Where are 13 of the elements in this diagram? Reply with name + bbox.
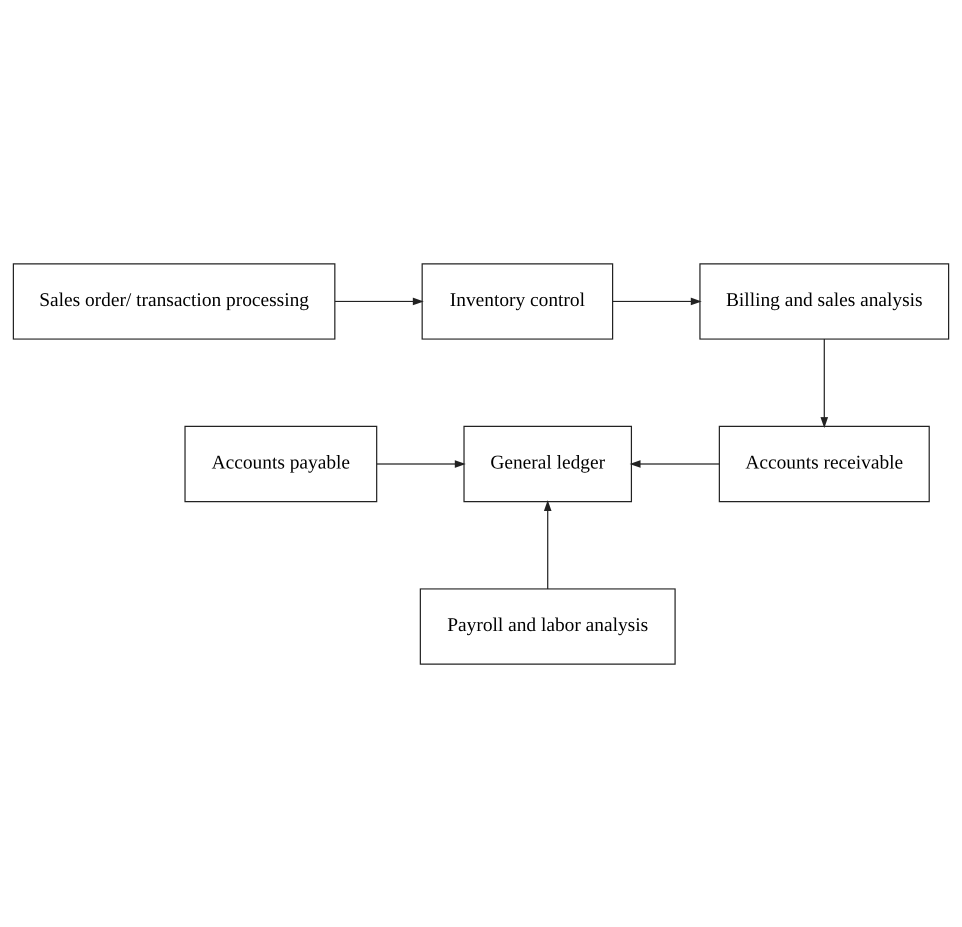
- arrow: [630, 460, 720, 468]
- arrow: [820, 338, 828, 428]
- node-box: General ledger: [463, 425, 632, 502]
- arrow: [544, 500, 552, 588]
- node-box: Sales order/ transaction processing: [12, 262, 336, 340]
- arrow: [612, 297, 702, 305]
- node-box: Accounts receivable: [718, 425, 930, 502]
- arrow: [335, 297, 424, 305]
- node-box: Accounts payable: [184, 425, 378, 502]
- arrow: [376, 460, 466, 468]
- node-box: Inventory control: [422, 262, 614, 340]
- node-box: Payroll and labor analysis: [420, 588, 676, 664]
- node-box: Billing and sales analysis: [699, 262, 950, 340]
